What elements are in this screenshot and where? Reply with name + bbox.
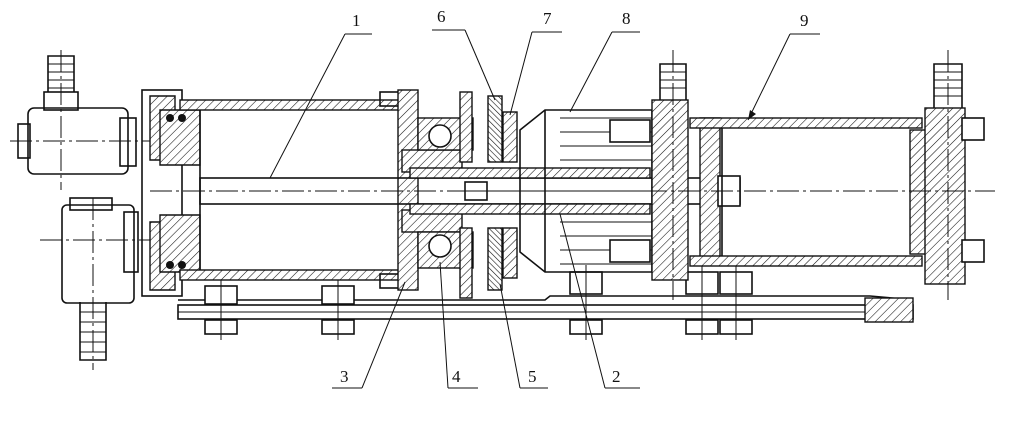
- middle-flange: [397, 89, 463, 291]
- callout-2: 2: [559, 213, 640, 389]
- callout-2-label: 2: [612, 367, 621, 386]
- callout-1-label: 1: [352, 11, 361, 30]
- callout-8: 8: [569, 9, 640, 113]
- upper-valve-block: [10, 50, 150, 190]
- callout-5: 5: [499, 283, 548, 389]
- callout-4-label: 4: [452, 367, 461, 386]
- lower-valve-block: [40, 197, 150, 370]
- callout-3: 3: [332, 281, 406, 389]
- callout-9-label: 9: [800, 11, 809, 30]
- coupling-discs: [487, 95, 518, 291]
- right-end-cap: [924, 50, 985, 300]
- rail-bolts: [204, 265, 753, 340]
- left-cylinder-barrel: [179, 91, 411, 289]
- callout-1: 1: [269, 11, 372, 179]
- right-intermediate-flange: [651, 50, 741, 300]
- callout-4: 4: [439, 261, 478, 389]
- callout-7: 7: [509, 9, 562, 116]
- callout-6: 6: [432, 7, 496, 101]
- callout-6-label: 6: [437, 7, 446, 26]
- callout-7-label: 7: [543, 9, 552, 28]
- callout-3-label: 3: [340, 367, 349, 386]
- left-end-flange: [141, 89, 201, 297]
- callout-8-label: 8: [622, 9, 631, 28]
- callout-5-label: 5: [528, 367, 537, 386]
- bearing-housing: [417, 91, 474, 299]
- callout-9: 9: [747, 11, 820, 121]
- motor-housing: [519, 109, 653, 273]
- base-rail: [177, 295, 914, 323]
